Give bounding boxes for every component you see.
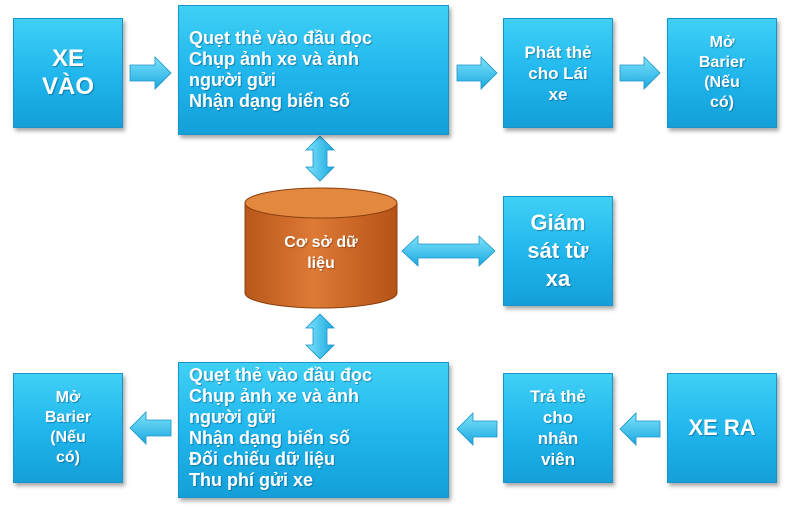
arrow-right-entry-1 xyxy=(129,56,172,90)
entry-process-line: Nhận dạng biển số xyxy=(189,91,351,111)
car-entry-box: XE VÀO xyxy=(13,18,123,128)
database-cylinder xyxy=(244,187,398,309)
arrow-left-exit-1 xyxy=(619,412,661,446)
car-entry-label: XE VÀO xyxy=(41,45,94,100)
remote-monitor-label: Giám sát từ xa xyxy=(527,210,589,291)
return-card-box: Trả thẻ cho nhân viên xyxy=(503,373,613,483)
remote-monitor-box: Giám sát từ xa xyxy=(503,196,613,306)
arrow-right-entry-2 xyxy=(456,56,498,90)
entry-open-barrier-box: Mở Barier (Nếu có) xyxy=(667,18,777,128)
exit-process-line: người gửi xyxy=(189,407,276,427)
entry-process-line: Chụp ảnh xe và ảnh xyxy=(189,49,360,69)
exit-open-barrier-box: Mở Barier (Nếu có) xyxy=(13,373,123,483)
exit-process-box: Quẹt thẻ vào đầu đọc Chụp ảnh xe và ảnh … xyxy=(178,362,449,498)
database-label: Cơ sở dữ liệu xyxy=(284,234,358,272)
exit-process-line: Thu phí gửi xe xyxy=(189,470,314,490)
car-exit-label: XE RA xyxy=(688,415,756,440)
issue-card-label: Phát thẻ cho Lái xe xyxy=(524,42,592,104)
exit-process-line: Đối chiếu dữ liệu xyxy=(189,449,336,469)
issue-card-box: Phát thẻ cho Lái xe xyxy=(503,18,613,128)
arrow-left-exit-3 xyxy=(129,411,172,445)
arrow-left-exit-2 xyxy=(456,412,498,446)
arrow-double-db-exit xyxy=(305,313,335,360)
exit-process-line: Chụp ảnh xe và ảnh xyxy=(189,386,360,406)
arrow-double-entry-db xyxy=(305,135,335,182)
exit-process-line: Quẹt thẻ vào đầu đọc xyxy=(189,365,373,385)
entry-process-line: người gửi xyxy=(189,70,276,90)
arrow-right-entry-3 xyxy=(619,56,661,90)
entry-process-box: Quẹt thẻ vào đầu đọc Chụp ảnh xe và ảnh … xyxy=(178,5,449,135)
exit-open-barrier-label: Mở Barier (Nếu có) xyxy=(44,389,92,466)
arrow-double-db-monitor xyxy=(401,235,496,267)
return-card-label: Trả thẻ cho nhân viên xyxy=(530,387,586,469)
car-exit-box: XE RA xyxy=(667,373,777,483)
entry-open-barrier-label: Mở Barier (Nếu có) xyxy=(698,34,746,111)
exit-process-line: Nhận dạng biển số xyxy=(189,428,351,448)
entry-process-line: Quẹt thẻ vào đầu đọc xyxy=(189,28,373,48)
